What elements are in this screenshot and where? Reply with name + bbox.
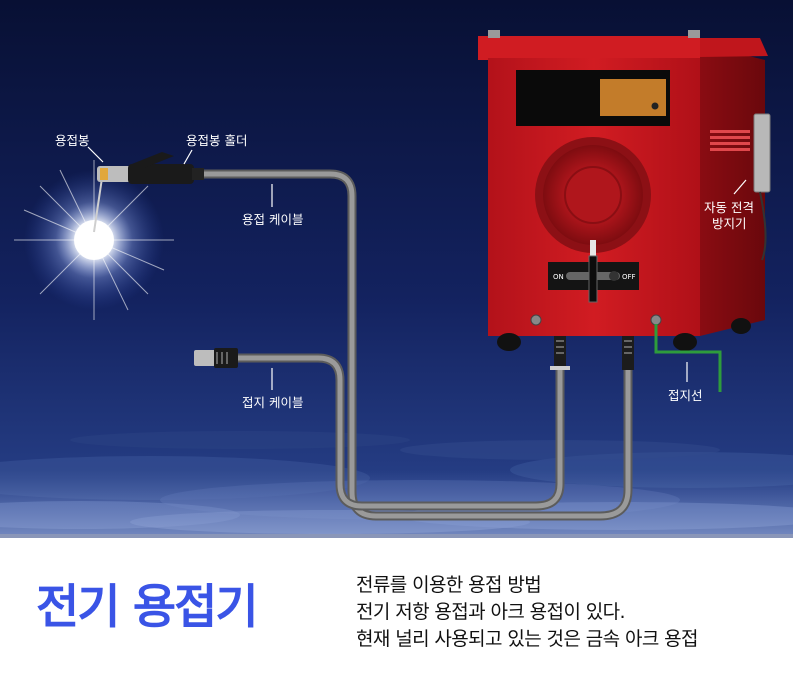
ground-cable (233, 353, 565, 511)
page-title: 전기 용접기 (36, 580, 259, 635)
welding-machine: ON OFF (478, 30, 771, 370)
label-electrode: 용접봉 (55, 133, 90, 148)
machine-side-panel (700, 44, 765, 336)
description-line: 현재 널리 사용되고 있는 것은 금속 아크 용접 (356, 628, 699, 650)
ground-clamp (194, 348, 238, 368)
label-ground-cable: 접지 케이블 (242, 395, 303, 410)
anti-shock-device (753, 113, 771, 193)
label-anti-shock-1: 자동 전격 (704, 200, 754, 215)
cloud-layer (0, 431, 793, 538)
side-vents (710, 130, 750, 151)
electrode-holder (93, 152, 204, 233)
label-ground-wire: 접지선 (668, 388, 703, 403)
electrode-rod (93, 177, 103, 233)
description: 전류를 이용한 용접 방법 전기 저항 용접과 아크 용접이 있다. 현재 널리… (356, 572, 699, 653)
ground-strip (0, 534, 793, 538)
caption-panel: 전기 용접기 전류를 이용한 용접 방법 전기 저항 용접과 아크 용접이 있다… (0, 538, 793, 689)
welder-illustration: ON OFF (0, 0, 793, 538)
switch-on-label: ON (553, 273, 564, 281)
label-holder: 용접봉 홀더 (186, 133, 247, 148)
description-line: 전기 저항 용접과 아크 용접이 있다. (356, 601, 626, 623)
switch-off-label: OFF (622, 273, 636, 281)
machine-meter (600, 79, 666, 116)
description-line: 전류를 이용한 용접 방법 (356, 574, 542, 596)
welding-arc-glow (14, 160, 174, 320)
label-welding-cable: 용접 케이블 (242, 212, 303, 227)
ground-wire (654, 324, 722, 392)
label-anti-shock-2: 방지기 (712, 216, 747, 231)
machine-wheel (497, 333, 521, 351)
